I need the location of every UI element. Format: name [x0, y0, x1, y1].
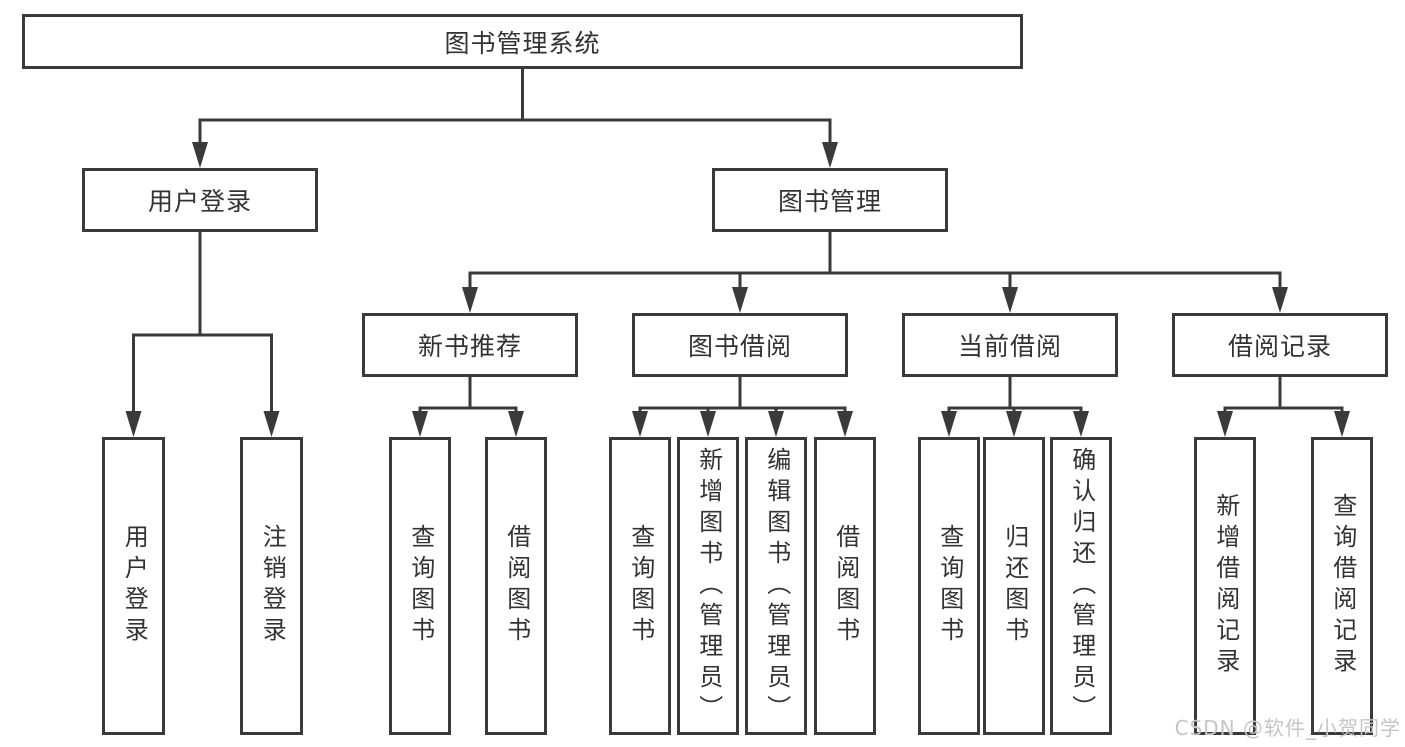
leaf-query-books-borrowing: 查询图书 — [609, 437, 671, 735]
node-label: 用户登录 — [147, 187, 252, 216]
node-book-borrowing: 图书借阅 — [632, 313, 848, 377]
leaf-borrow-books: 借阅图书 — [814, 437, 876, 735]
leaf-query-books-current: 查询图书 — [918, 437, 980, 735]
leaf-confirm-return-admin: 确认归还（管理员） — [1050, 437, 1112, 735]
node-new-book-recommendation: 新书推荐 — [362, 313, 578, 377]
leaf-label: 借阅图书 — [831, 524, 860, 648]
node-label: 新书推荐 — [417, 332, 522, 361]
leaf-label: 借阅图书 — [502, 524, 531, 648]
leaf-return-book: 归还图书 — [983, 437, 1045, 735]
leaf-label: 新增借阅记录 — [1211, 493, 1240, 679]
leaf-borrow-books-recommend: 借阅图书 — [485, 437, 547, 735]
leaf-label: 查询图书 — [406, 524, 435, 648]
leaf-add-borrow-record: 新增借阅记录 — [1194, 437, 1256, 735]
node-label: 图书管理 — [777, 187, 882, 216]
leaf-edit-book-admin: 编辑图书（管理员） — [745, 437, 807, 735]
leaf-label: 查询图书 — [935, 524, 964, 648]
leaf-label: 归还图书 — [1000, 524, 1029, 648]
leaf-add-book-admin: 新增图书（管理员） — [677, 437, 739, 735]
node-label: 图书管理系统 — [444, 28, 601, 58]
leaf-query-books-recommend: 查询图书 — [389, 437, 451, 735]
leaf-label: 查询借阅记录 — [1328, 493, 1357, 679]
leaf-label: 新增图书（管理员） — [694, 446, 723, 726]
node-user-login: 用户登录 — [82, 168, 318, 232]
node-library-management-system: 图书管理系统 — [22, 14, 1023, 69]
node-current-borrowing: 当前借阅 — [902, 313, 1118, 377]
node-borrowing-records: 借阅记录 — [1172, 313, 1388, 377]
leaf-label: 确认归还（管理员） — [1067, 446, 1096, 726]
node-label: 当前借阅 — [957, 332, 1062, 361]
leaf-label: 用户登录 — [120, 524, 149, 648]
node-label: 图书借阅 — [687, 332, 792, 361]
leaf-user-login: 用户登录 — [102, 437, 165, 735]
leaf-logout: 注销登录 — [240, 437, 303, 735]
leaf-label: 查询图书 — [626, 524, 655, 648]
leaf-query-borrow-record: 查询借阅记录 — [1311, 437, 1373, 735]
leaf-label: 注销登录 — [258, 524, 287, 648]
csdn-watermark: CSDN @软件_小贺同学 — [1174, 716, 1401, 740]
node-book-management: 图书管理 — [712, 168, 948, 232]
leaf-label: 编辑图书（管理员） — [762, 446, 791, 726]
node-label: 借阅记录 — [1227, 332, 1332, 361]
